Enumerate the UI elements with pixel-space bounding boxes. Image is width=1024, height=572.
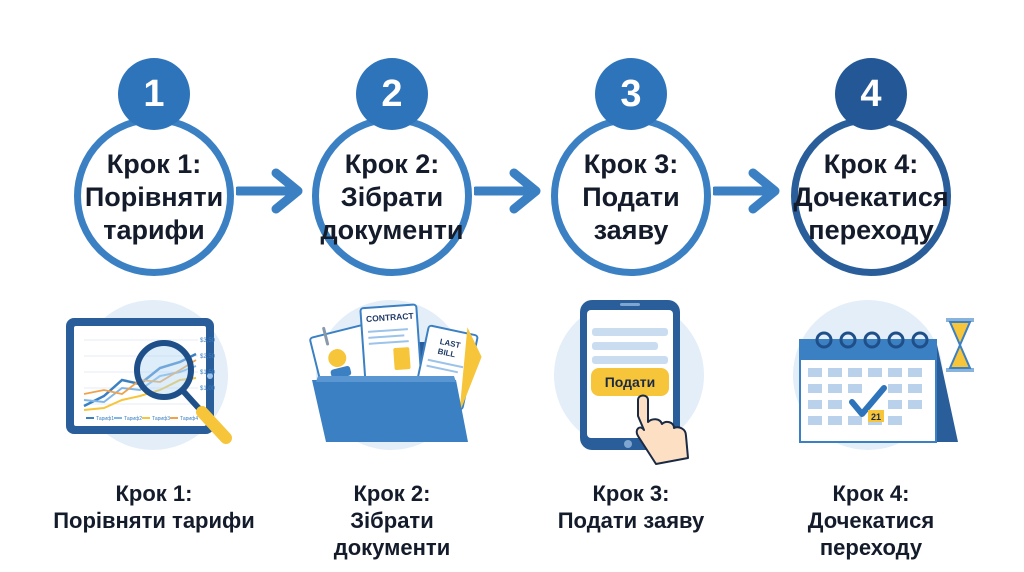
caption-line: документи <box>333 535 451 560</box>
caption-line: переходу <box>819 535 923 560</box>
arrow-right-icon <box>236 168 303 214</box>
caption-step-2: Крок 2: Зібрати документи <box>277 480 507 561</box>
step-4-title: Крок 4: Дочекатися переходу <box>771 148 971 247</box>
caption-line: Крок 2: <box>353 481 431 506</box>
caption-line: Крок 1: <box>115 481 193 506</box>
caption-line: Крок 4: <box>832 481 910 506</box>
step-3-title-line: Подати <box>582 182 680 212</box>
price-tick: $1,50 <box>200 370 216 376</box>
caption-step-3: Крок 3: Подати заяву <box>516 480 746 534</box>
tablet-chart-magnifier-icon: $3,50 $2,50 $1,50 $1,00 Тариф1 Тариф2 Та… <box>66 318 232 444</box>
step-3-title: Крок 3: Подати заяву <box>531 148 731 247</box>
step-1-title-line: Крок 1: <box>106 149 202 179</box>
step-1-title-line: тарифи <box>103 215 205 245</box>
step-4-ring <box>791 116 951 276</box>
step-2-title-line: Зібрати <box>340 182 444 212</box>
arrow-right-icon <box>713 168 780 214</box>
price-tick: $1,00 <box>200 386 216 392</box>
step-1-title: Крок 1: Порівняти тарифи <box>54 148 254 247</box>
legend-label: Тариф2 <box>124 416 142 422</box>
step-4-title-line: Крок 4: <box>823 149 919 179</box>
calendar-date: 21 <box>871 412 881 422</box>
step-1-number-badge: 1 <box>118 58 190 130</box>
legend-label: Тариф4 <box>180 416 198 422</box>
caption-line: Зібрати <box>350 508 434 533</box>
caption-line: Дочекатися <box>807 508 935 533</box>
legend-label: Тариф3 <box>152 416 170 422</box>
caption-line: Крок 3: <box>592 481 670 506</box>
price-tick: $3,50 <box>200 338 216 344</box>
bill-label-line: BILL <box>437 347 456 360</box>
step-2-number-badge: 2 <box>356 58 428 130</box>
legend-label: Тариф1 <box>96 416 114 422</box>
step-3-title-line: заяву <box>593 215 669 245</box>
step-2-title-line: документи <box>320 215 464 245</box>
arrow-right-icon <box>474 168 541 214</box>
step-3-number-badge: 3 <box>595 58 667 130</box>
caption-line: Подати заяву <box>557 508 705 533</box>
price-tick: $2,50 <box>200 354 216 360</box>
step-2-title: Крок 2: Зібрати документи <box>292 148 492 247</box>
step-4-number-badge: 4 <box>835 58 907 130</box>
step-4-title-line: переходу <box>808 215 934 245</box>
bill-label-line: LAST <box>439 337 461 350</box>
step-1-title-line: Порівняти <box>84 182 224 212</box>
caption-step-4: Крок 4: Дочекатися переходу <box>756 480 986 561</box>
submit-button-label: Подати <box>605 374 656 390</box>
caption-step-1: Крок 1: Порівняти тарифи <box>39 480 269 534</box>
caption-line: Порівняти тарифи <box>53 508 255 533</box>
folder-documents-icon: CONTRACT LAST BILL <box>309 303 482 442</box>
contract-label: CONTRACT <box>366 311 415 324</box>
step-4-title-line: Дочекатися <box>793 182 949 212</box>
calendar-hourglass-icon: 21 <box>799 318 974 443</box>
phone-submit-icon: Подати <box>580 300 689 465</box>
step-3-title-line: Крок 3: <box>583 149 679 179</box>
step-2-title-line: Крок 2: <box>344 149 440 179</box>
